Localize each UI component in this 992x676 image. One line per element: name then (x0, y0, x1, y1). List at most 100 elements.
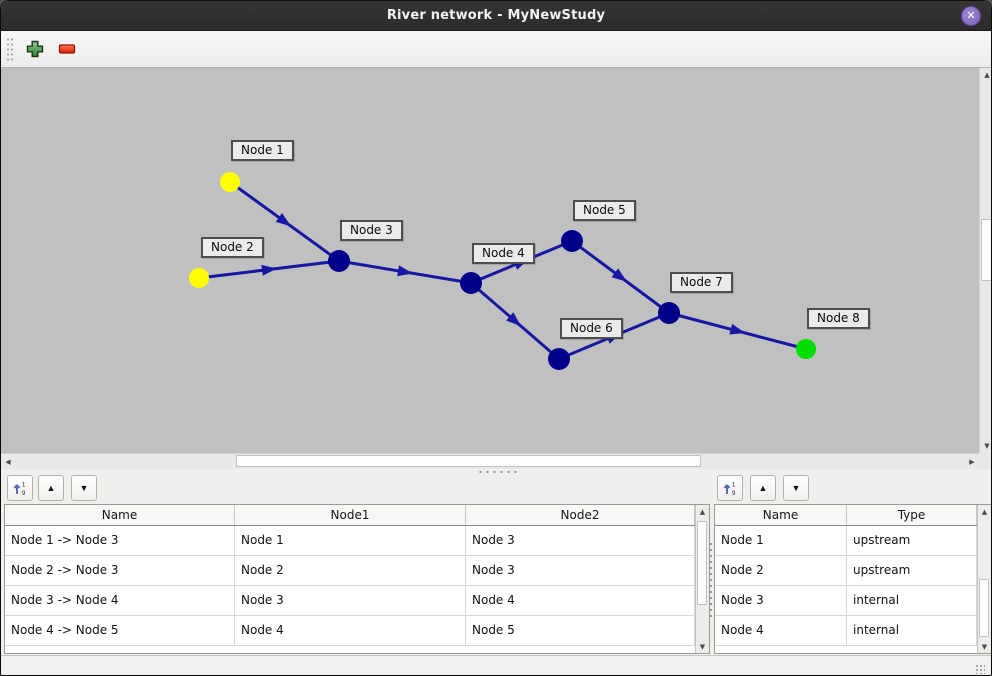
column-header[interactable]: Name (5, 505, 235, 525)
up-arrow-icon: ▲ (699, 507, 706, 516)
graph-node[interactable] (796, 339, 816, 359)
graph-horizontal-scrollbar[interactable]: ◀ ▶ (1, 453, 979, 469)
river-network-canvas[interactable]: Node 1 Node 2 Node 3 Node 4 Node 5 Node 6 Node… (1, 68, 979, 453)
horizontal-scroll-thumb[interactable] (236, 455, 701, 467)
splitter-grip-dots (477, 471, 519, 473)
table-cell: Node 3 -> Node 4 (5, 586, 235, 615)
node-label[interactable]: Node 7 (670, 272, 733, 293)
close-button[interactable]: ✕ (961, 6, 981, 26)
table-splitter[interactable] (709, 541, 713, 619)
node-label[interactable]: Node 6 (560, 318, 623, 339)
scroll-down-arrow[interactable]: ▼ (696, 640, 709, 653)
table-cell: Node 3 (715, 586, 847, 615)
nodes-table-scrollbar[interactable]: ▲ ▼ (977, 505, 991, 653)
edge-direction-arrow-icon (506, 312, 522, 327)
node-label[interactable]: Node 2 (201, 237, 264, 258)
table-cell: Node 1 -> Node 3 (5, 526, 235, 555)
svg-text:9: 9 (732, 491, 736, 496)
scroll-up-arrow[interactable]: ▲ (696, 505, 709, 518)
red-minus-icon (58, 44, 76, 54)
move-down-icon: ▼ (791, 483, 801, 493)
column-header[interactable]: Node2 (466, 505, 695, 525)
scroll-down-arrow[interactable]: ▼ (980, 439, 991, 453)
left-arrow-icon: ◀ (5, 457, 11, 466)
remove-node-button[interactable] (54, 36, 80, 62)
node-label[interactable]: Node 1 (231, 140, 294, 161)
scroll-thumb[interactable] (979, 579, 989, 637)
edge-direction-arrow-icon (397, 265, 413, 277)
graph-node[interactable] (189, 268, 209, 288)
edge-direction-arrow-icon (261, 264, 277, 276)
table-cell: upstream (847, 526, 977, 555)
graph-node[interactable] (548, 348, 570, 370)
down-arrow-icon: ▼ (984, 442, 990, 450)
graph-node[interactable] (658, 302, 680, 324)
scroll-up-arrow[interactable]: ▲ (980, 68, 991, 82)
sort-ascending-icon: 1 9 (13, 483, 26, 496)
nodes-move-down-button[interactable]: ▼ (783, 475, 809, 501)
up-arrow-icon: ▲ (984, 71, 990, 79)
add-node-button[interactable] (22, 36, 48, 62)
reaches-move-up-button[interactable]: ▲ (38, 475, 64, 501)
reaches-move-down-button[interactable]: ▼ (71, 475, 97, 501)
column-header[interactable]: Type (847, 505, 977, 525)
move-up-icon: ▲ (758, 483, 768, 493)
title-bar[interactable]: River network - MyNewStudy ✕ (1, 1, 991, 31)
scrollbar-corner (979, 453, 991, 469)
column-header[interactable]: Node1 (235, 505, 466, 525)
node-label[interactable]: Node 5 (573, 200, 636, 221)
column-header[interactable]: Name (715, 505, 847, 525)
table-cell: Node 2 (715, 556, 847, 585)
svg-text:9: 9 (22, 491, 26, 496)
svg-text:1: 1 (22, 483, 26, 489)
table-cell: Node 2 (235, 556, 466, 585)
edge-direction-arrow-icon (729, 323, 746, 335)
scroll-down-arrow[interactable]: ▼ (978, 640, 991, 653)
table-cell: Node 3 (466, 556, 695, 585)
graph-vertical-scrollbar[interactable]: ▲ ▼ (979, 68, 991, 453)
table-cell: Node 2 -> Node 3 (5, 556, 235, 585)
move-down-icon: ▼ (79, 483, 89, 493)
table-cell: Node 1 (235, 526, 466, 555)
nodes-move-up-button[interactable]: ▲ (750, 475, 776, 501)
move-up-icon: ▲ (46, 483, 56, 493)
scroll-thumb[interactable] (697, 521, 707, 605)
main-toolbar (1, 31, 991, 68)
node-label[interactable]: Node 3 (340, 220, 403, 241)
node-label[interactable]: Node 4 (472, 243, 535, 264)
node-label[interactable]: Node 8 (807, 308, 870, 329)
toolbar-drag-handle[interactable] (6, 37, 14, 61)
graph-node[interactable] (220, 172, 240, 192)
down-arrow-icon: ▼ (699, 642, 706, 651)
scroll-up-arrow[interactable]: ▲ (978, 505, 991, 518)
graph-node[interactable] (561, 230, 583, 252)
scroll-right-arrow[interactable]: ▶ (965, 454, 979, 469)
reaches-sort-button[interactable]: 1 9 (7, 475, 33, 501)
table-cell: Node 4 (235, 616, 466, 645)
table-cell: internal (847, 616, 977, 645)
graph-node[interactable] (328, 250, 350, 272)
graph-node[interactable] (460, 272, 482, 294)
vertical-scroll-thumb[interactable] (981, 219, 991, 281)
scroll-left-arrow[interactable]: ◀ (1, 454, 15, 469)
down-arrow-icon: ▼ (981, 642, 988, 651)
panel-splitter[interactable] (1, 469, 991, 475)
window-resize-grip[interactable] (975, 664, 985, 674)
table-cell: Node 3 (235, 586, 466, 615)
table-cell: Node 4 (466, 586, 695, 615)
nodes-sort-button[interactable]: 1 9 (717, 475, 743, 501)
reaches-table-scrollbar[interactable]: ▲ ▼ (695, 505, 709, 653)
